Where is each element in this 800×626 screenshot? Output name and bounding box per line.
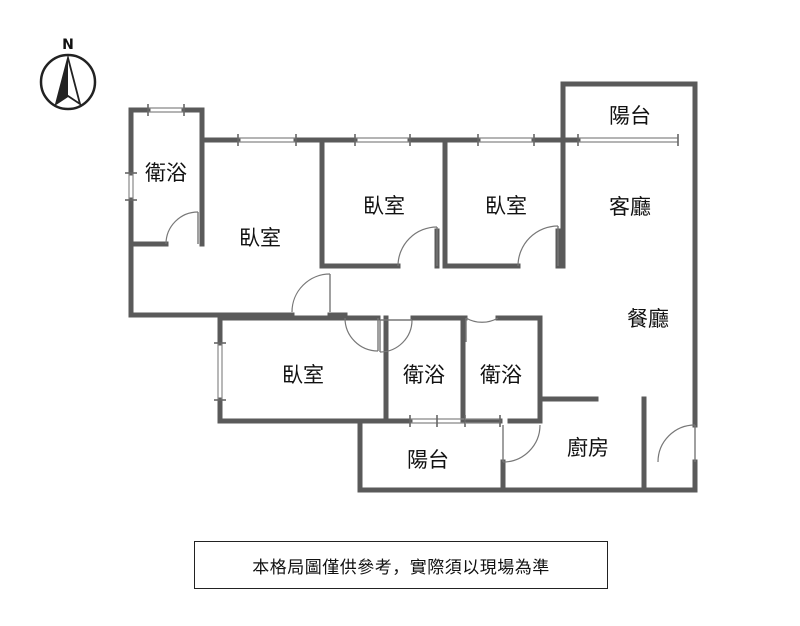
window-bedroom-2-top: [354, 134, 411, 146]
window-bedroom-1-top: [237, 134, 297, 146]
door-bath-2: [379, 319, 413, 353]
room-label-bedroom-4: 臥室: [282, 363, 324, 387]
room-label-kitchen: 廚房: [567, 436, 609, 460]
window-bedroom-4-left: [214, 342, 226, 401]
window-bath-1-top: [147, 104, 185, 116]
doors: [165, 211, 696, 463]
door-balcony-2: [502, 424, 541, 463]
door-bedroom-2: [397, 226, 438, 267]
room-label-living-room: 客廳: [609, 195, 651, 219]
room-label-bedroom-2: 臥室: [363, 194, 405, 218]
north-compass: N: [39, 37, 97, 111]
compass-needle-fill: [56, 58, 68, 104]
room-label-bath-2: 衛浴: [403, 363, 445, 387]
window-balcony-2-top: [409, 415, 466, 427]
room-label-bedroom-3: 臥室: [485, 194, 527, 218]
room-label-balcony-2: 陽台: [407, 448, 449, 472]
room-label-bath-1: 衛浴: [145, 161, 187, 185]
door-bath-3: [465, 317, 499, 342]
room-label-dining-room: 餐廳: [627, 307, 669, 331]
door-bath-1: [165, 211, 199, 245]
room-labels: 衛浴 臥室 臥室 臥室 陽台 客廳 餐廳 臥室 衛浴 衛浴 陽台 廚房: [145, 104, 669, 472]
walls: [128, 81, 698, 493]
window-living-balcony: [577, 134, 679, 146]
windows: [125, 104, 679, 427]
window-balcony-2-right: [465, 415, 501, 427]
door-bedroom-3: [517, 225, 559, 267]
room-label-balcony-1: 陽台: [609, 104, 651, 128]
disclaimer-note: 本格局圖僅供參考，實際須以現場為準: [194, 541, 608, 589]
door-bedroom-1: [291, 273, 331, 313]
compass-north-label: N: [62, 37, 74, 53]
room-label-bath-3: 衛浴: [480, 363, 522, 387]
door-main-entrance: [657, 424, 696, 463]
window-bedroom-3-top: [477, 134, 535, 146]
window-bath-1-left: [125, 172, 137, 201]
door-bedroom-4: [344, 317, 379, 352]
room-label-bedroom-1: 臥室: [239, 226, 281, 250]
